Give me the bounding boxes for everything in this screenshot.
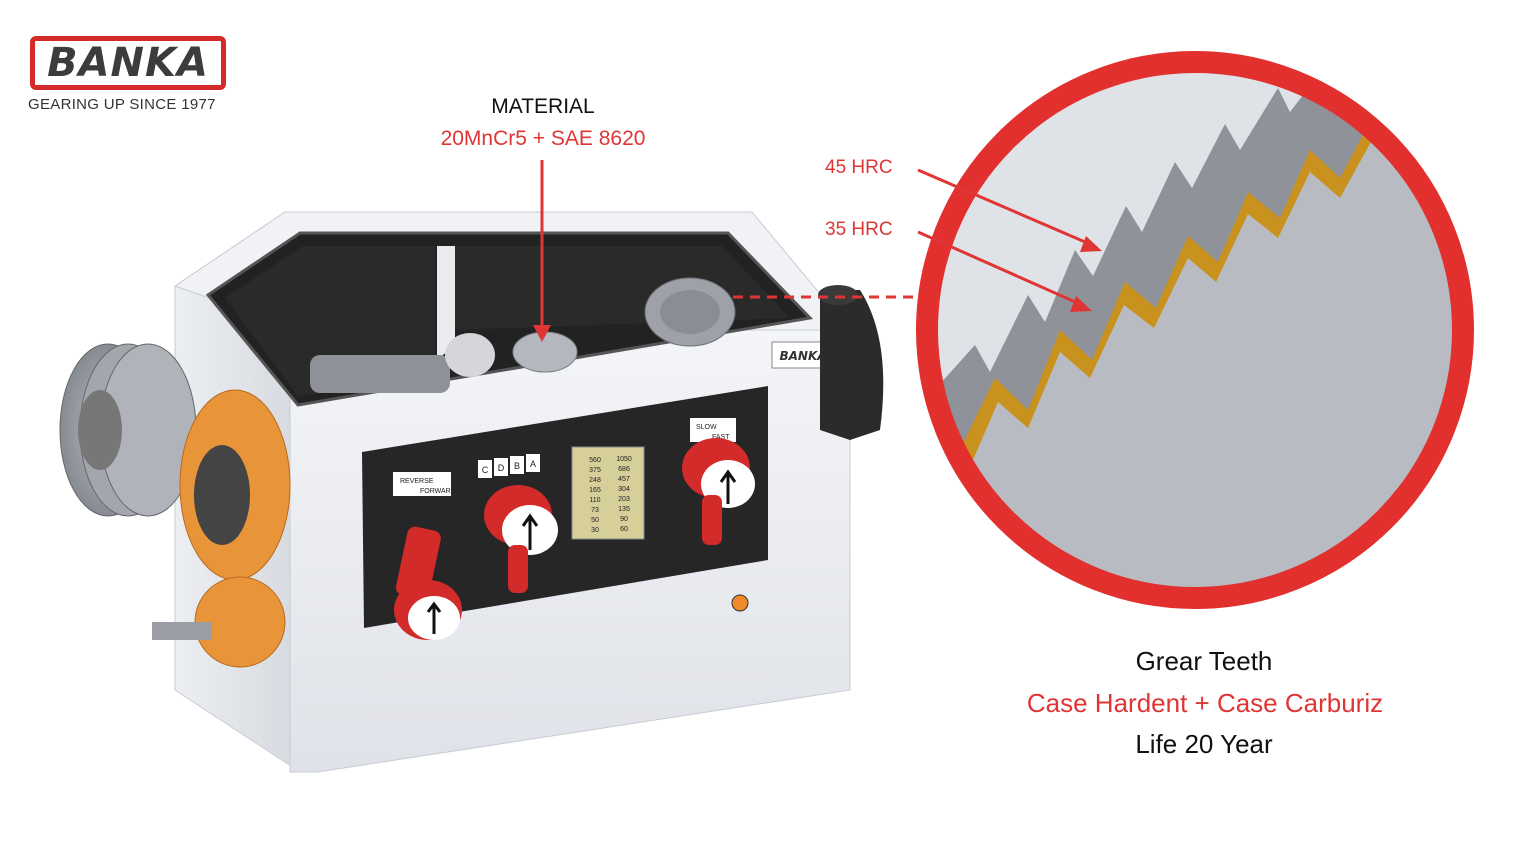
material-title: MATERIAL [491, 95, 595, 118]
gear-teeth-zoom [916, 51, 1474, 609]
speed-fast-label: FAST [712, 434, 730, 441]
speed-chart-cell: 457 [618, 476, 630, 483]
banka-logo: BANKA [30, 36, 226, 90]
speed-chart-table: 560 1050 375 686 248 457 165 304 110 203… [571, 446, 645, 540]
speed-chart-cell: 50 [591, 517, 599, 524]
hrc-core-label: 35 HRC [825, 219, 893, 240]
gear-teeth-life: Life 20 Year [1135, 729, 1273, 759]
speed-lever [682, 438, 755, 545]
direction-forward-label: FORWARD [420, 488, 456, 495]
material-value: 20MnCr5 + SAE 8620 [440, 127, 646, 150]
internal-gears [310, 277, 736, 393]
speed-chart-cell: 30 [591, 527, 599, 534]
hrc-35-arrow [917, 230, 1092, 312]
speed-chart-cell: 203 [618, 496, 630, 503]
range-letter-b: B [514, 461, 520, 471]
speed-chart-cell: 110 [589, 497, 600, 504]
speed-chart-cell: 560 [589, 457, 601, 464]
gear-teeth-treatment: Case Hardent + Case Carburiz [1026, 688, 1384, 718]
gear-teeth-title: Grear Teeth [1135, 646, 1273, 676]
speed-chart-cell: 60 [620, 526, 628, 533]
range-lever [484, 485, 558, 593]
speed-chart-cell: 165 [589, 487, 601, 494]
drive-pulley [59, 343, 197, 517]
direction-lever [394, 526, 462, 640]
logo-wordmark: BANKA [47, 40, 209, 86]
direction-reverse-label: REVERSE [400, 478, 434, 485]
input-flange [179, 389, 291, 581]
speed-chart-cell: 1050 [616, 456, 632, 463]
range-letter-a: A [530, 459, 536, 469]
speed-chart-cell: 375 [589, 467, 601, 474]
speed-slow-label: SLOW [696, 424, 717, 431]
material-arrow [533, 160, 551, 342]
indicator-lamp [731, 594, 749, 612]
speed-chart-cell: 248 [589, 477, 601, 484]
speed-chart-cell: 304 [618, 486, 630, 493]
output-shaft-flange [152, 576, 286, 668]
speed-chart-cell: 135 [618, 506, 630, 513]
speed-chart-cell: 90 [620, 516, 628, 523]
rear-motor [818, 285, 884, 440]
nameplate-text: BANKA [779, 349, 826, 363]
range-letter-strip: C D B A [478, 454, 540, 478]
hrc-45-arrow [917, 168, 1102, 252]
hrc-surface-label: 45 HRC [825, 157, 893, 178]
speed-chart-cell: 686 [618, 466, 630, 473]
range-letter-c: C [482, 465, 489, 475]
range-letter-d: D [498, 463, 505, 473]
speed-chart-cell: 73 [591, 507, 599, 514]
control-panel: REVERSE FORWARD C D B A SLOW FAST 560 10… [362, 386, 768, 640]
logo-tagline: GEARING UP SINCE 1977 [28, 96, 216, 113]
